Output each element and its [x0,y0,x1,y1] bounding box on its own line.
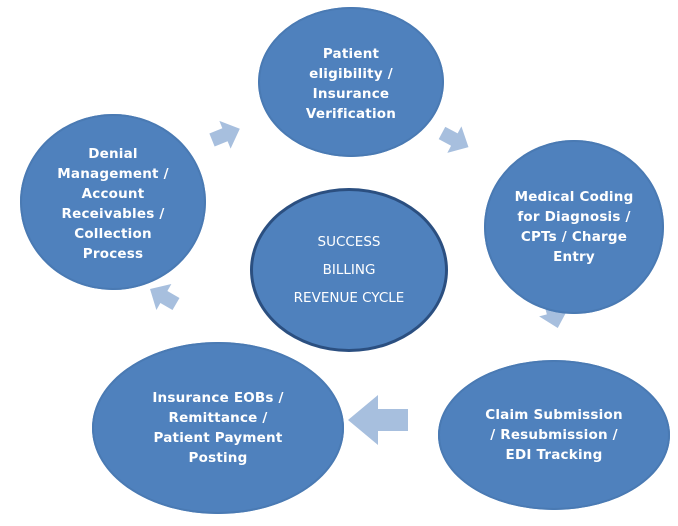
arrow-claim-to-eob [348,395,408,445]
node-eligibility-verification: Patient eligibility / Insurance Verifica… [258,7,444,157]
center-line-success: SUCCESS [317,234,381,250]
node-eob-label: Insurance EOBs / Remittance / Patient Pa… [152,390,284,466]
node-medical-coding: Medical Coding for Diagnosis / CPTs / Ch… [484,140,664,314]
center-line-billing: BILLING [322,262,376,278]
arrow-eob-to-denial [150,284,180,311]
node-eligibility-label: Patient eligibility / Insurance Verifica… [305,46,397,122]
node-claim-label: Claim Submission / Resubmission / EDI Tr… [485,407,623,463]
center-node: SUCCESS BILLING REVENUE CYCLE [250,188,448,352]
arrow-denial-to-eligibility [209,120,240,149]
node-denial-label: Denial Management / Account Receivables … [57,146,169,262]
node-payment-posting: Insurance EOBs / Remittance / Patient Pa… [92,342,344,514]
center-title: SUCCESS BILLING REVENUE CYCLE [294,232,405,308]
node-claim-submission: Claim Submission / Resubmission / EDI Tr… [438,360,670,510]
node-coding-label: Medical Coding for Diagnosis / CPTs / Ch… [514,189,634,265]
center-line-revenue-cycle: REVENUE CYCLE [293,290,405,306]
arrow-eligibility-to-coding [438,126,469,153]
node-denial-management: Denial Management / Account Receivables … [20,114,206,290]
